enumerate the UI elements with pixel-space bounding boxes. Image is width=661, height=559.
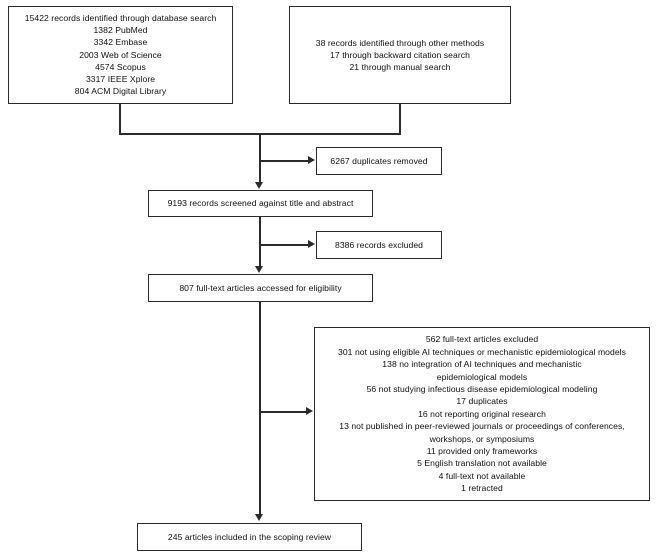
- arrowhead-to-duplicates: [308, 156, 315, 164]
- exclusions-box-line-10: 1 retracted: [461, 483, 503, 494]
- fulltext-exclusion-reasons-box: 562 full-text articles excluded 301 not …: [314, 327, 650, 501]
- connector-screened-to-fulltext: [259, 217, 261, 267]
- included-box-line-0: 245 articles included in the scoping rev…: [167, 531, 332, 542]
- arrowhead-to-exclusion-reasons: [306, 407, 313, 415]
- exclusions-box-line-4: 17 duplicates: [456, 396, 508, 407]
- duplicates-box-line-0: 6267 duplicates removed: [330, 155, 428, 166]
- exclusions-box-line-2: 138 no integration of AI techniques and …: [382, 359, 582, 382]
- exclusions-box-line-1: 301 not using eligible AI techniques or …: [338, 346, 626, 357]
- exclusions-box-line-8: 5 English translation not available: [417, 458, 547, 469]
- other-box-line-1: 17 through backward citation search: [330, 49, 470, 60]
- database-box-line-1: 1382 PubMed: [93, 25, 148, 36]
- database-box-line-4: 4574 Scopus: [95, 61, 146, 72]
- arrowhead-to-excluded: [308, 240, 315, 248]
- connector-fulltext-to-included: [259, 302, 261, 515]
- connector-to-exclusion-reasons: [259, 411, 307, 413]
- other-box-line-0: 38 records identified through other meth…: [315, 37, 485, 48]
- articles-included-box: 245 articles included in the scoping rev…: [137, 523, 362, 551]
- fulltext-eligibility-box: 807 full-text articles accessed for elig…: [148, 274, 373, 302]
- other-box-line-2: 21 through manual search: [349, 62, 451, 73]
- connector-to-excluded: [259, 244, 309, 246]
- duplicates-removed-box: 6267 duplicates removed: [316, 147, 442, 175]
- other-methods-box: 38 records identified through other meth…: [289, 6, 511, 104]
- excluded-box-line-0: 8386 records excluded: [335, 239, 423, 250]
- arrowhead-to-fulltext: [255, 266, 263, 273]
- exclusions-box-line-7: 11 provided only frameworks: [426, 446, 538, 457]
- database-box-line-5: 3317 IEEE Xplore: [85, 74, 156, 85]
- connector-other-stub: [399, 104, 401, 134]
- exclusions-box-line-6: 13 not published in peer-reviewed journa…: [339, 421, 625, 444]
- database-search-box: 15422 records identified through databas…: [8, 6, 233, 104]
- connector-to-duplicates: [259, 160, 309, 162]
- screened-box-line-0: 9193 records screened against title and …: [167, 198, 354, 209]
- connector-database-stub: [119, 104, 121, 134]
- exclusions-box-line-0: 562 full-text articles excluded: [425, 334, 539, 345]
- database-box-line-6: 804 ACM Digital Library: [74, 86, 167, 97]
- database-box-line-2: 3342 Embase: [93, 37, 148, 48]
- records-excluded-box: 8386 records excluded: [316, 231, 442, 259]
- database-box-line-3: 2003 Web of Science: [79, 49, 162, 60]
- arrowhead-to-included: [255, 514, 263, 521]
- fulltext-box-line-0: 807 full-text articles accessed for elig…: [179, 282, 342, 293]
- connector-merge-to-screened: [259, 133, 261, 183]
- exclusions-box-line-9: 4 full-text not available: [438, 470, 526, 481]
- arrowhead-to-screened: [255, 182, 263, 189]
- records-screened-box: 9193 records screened against title and …: [148, 190, 373, 217]
- exclusions-box-line-3: 56 not studying infectious disease epide…: [366, 383, 598, 394]
- exclusions-box-line-5: 16 not reporting original research: [418, 408, 546, 419]
- database-box-line-0: 15422 records identified through databas…: [24, 13, 217, 23]
